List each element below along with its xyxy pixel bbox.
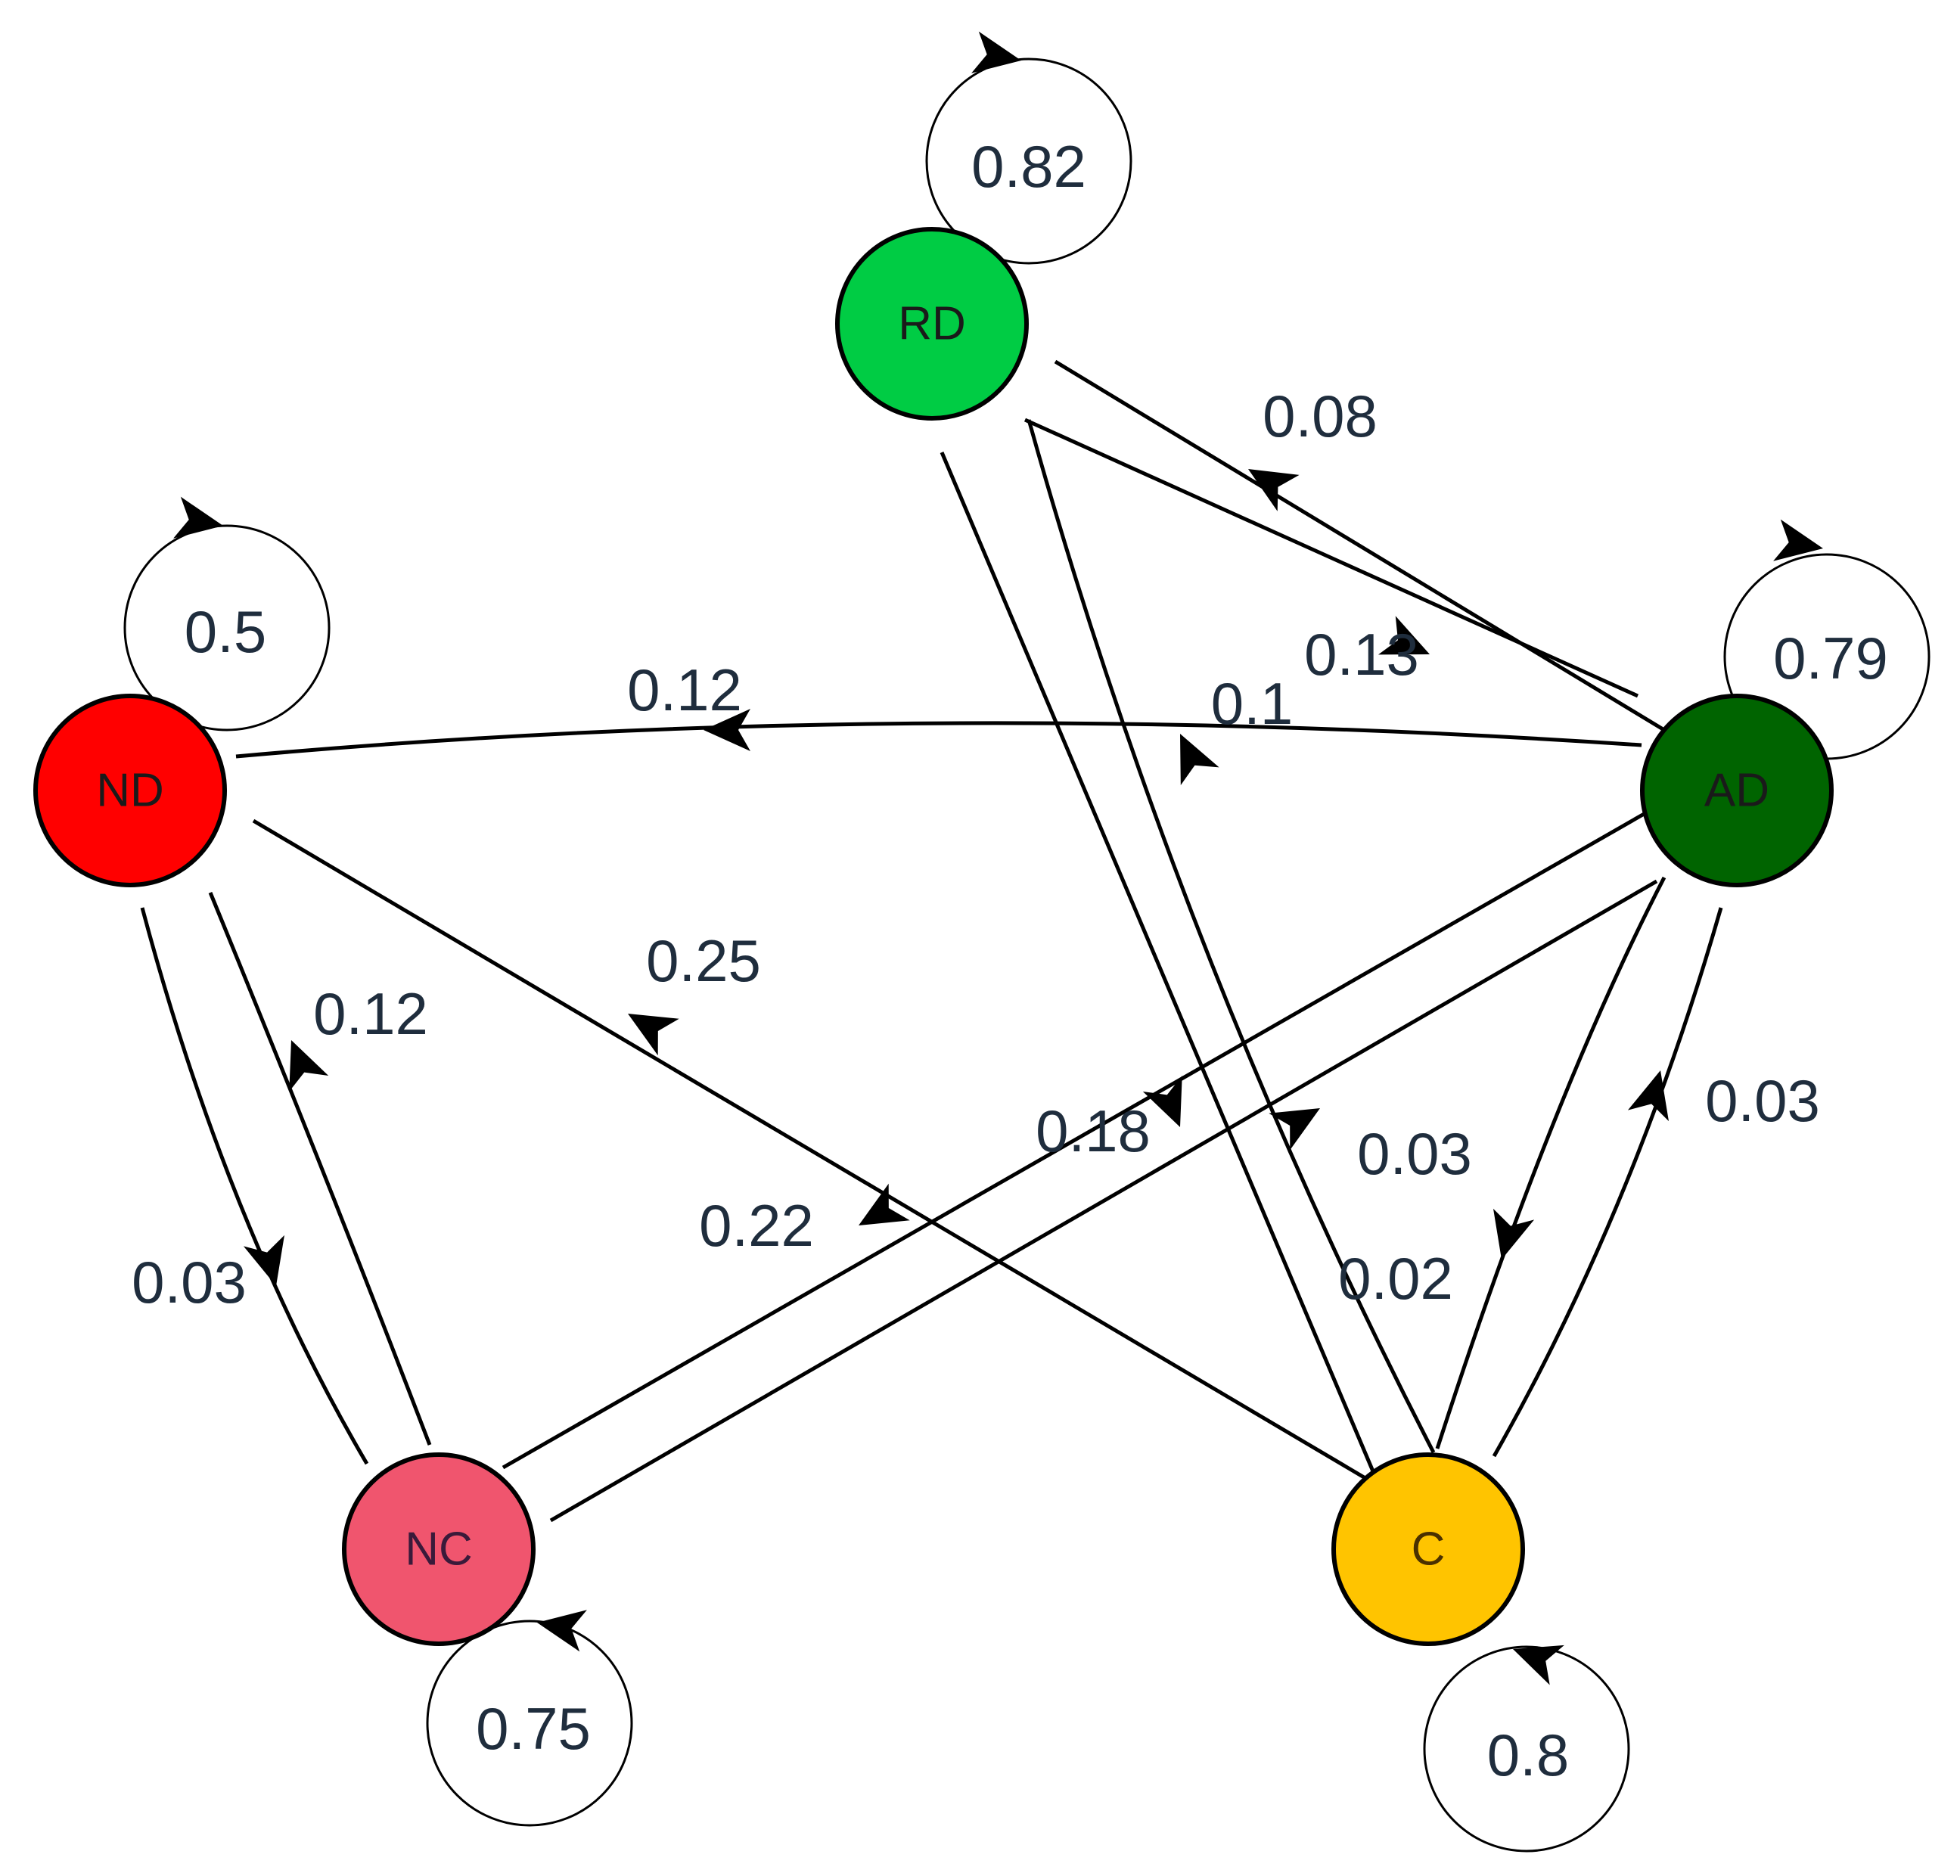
edge-ad-to-c: [1435, 876, 1666, 1449]
self-loop-arrowhead-ad: [1773, 519, 1823, 561]
node-nd: ND: [33, 694, 227, 887]
edge-c-to-rd: [1027, 419, 1436, 1454]
self-loop-label-nc: 0.75: [476, 1695, 591, 1762]
node-label-ad: AD: [1704, 765, 1769, 817]
arrowhead-nc-to-ad: [1269, 1108, 1320, 1151]
node-label-c: C: [1412, 1523, 1446, 1576]
node-circle-nc: [342, 1452, 536, 1646]
arrowhead-nd-to-nc: [243, 1235, 284, 1286]
node-c: C: [1331, 1452, 1525, 1646]
self-loop-label-ad: 0.79: [1773, 625, 1888, 691]
self-loop-arrowhead-nc: [537, 1610, 587, 1652]
arrowhead-ad-to-c: [1493, 1208, 1535, 1259]
arrowhead-c-to-rd: [1180, 734, 1219, 786]
nodes-layer: RD ND AD NC C: [33, 227, 1834, 1646]
edge-label-nd-to-nc: 0.03: [132, 1249, 247, 1315]
self-loop-c: [1423, 1645, 1630, 1853]
edge-label-ad-to-rd: 0.08: [1263, 383, 1378, 449]
self-loop-arrowhead-nd: [173, 496, 223, 539]
edge-label-rd-to-ad: 0.13: [1304, 621, 1419, 688]
node-label-rd: RD: [898, 298, 966, 350]
self-loop-arrowhead-rd: [971, 31, 1021, 73]
edge-label-c-to-ad: 0.03: [1705, 1067, 1820, 1134]
arrowhead-rd-to-ad: [1378, 616, 1430, 655]
node-circle-nd: [33, 694, 227, 887]
self-loop-label-c: 0.8: [1487, 1722, 1569, 1788]
edge-ad-to-nd: [235, 721, 1642, 759]
arrowhead-rd-to-c: [1142, 1076, 1182, 1127]
arrowhead-c-to-ad: [1627, 1070, 1669, 1122]
edge-labels-layer: 0.08 0.130.1 0.18 0.12 0.25 0.12 0.03 0.22 0.03 0…: [132, 133, 1888, 1788]
arrowhead-c-to-nd: [628, 1014, 679, 1056]
edge-ad-to-nc: [502, 811, 1647, 1470]
edge-label-c-to-nd: 0.25: [646, 927, 761, 994]
node-circle-c: [1331, 1452, 1525, 1646]
edge-label-ad-to-nc: 0.22: [699, 1192, 814, 1259]
arrowhead-ad-to-nd: [704, 709, 750, 751]
node-rd: RD: [835, 227, 1029, 421]
edge-nc-to-ad: [549, 879, 1658, 1523]
self-loop-nc: [426, 1620, 633, 1827]
edge-label-rd-to-c: 0.18: [1036, 1098, 1151, 1164]
node-label-nc: NC: [405, 1523, 473, 1576]
edge-nd-to-nc: [140, 907, 369, 1465]
self-loop-arrowhead-c: [1513, 1645, 1564, 1685]
node-label-nd: ND: [96, 765, 164, 817]
edge-label-nc-to-nd: 0.12: [313, 980, 428, 1047]
self-loop-rd: [925, 57, 1132, 265]
edge-label-ad-to-c: 0.02: [1338, 1245, 1453, 1312]
edge-c-to-ad: [1492, 907, 1723, 1458]
node-nc: NC: [342, 1452, 536, 1646]
self-loop-label-rd: 0.82: [971, 133, 1086, 200]
node-circle-rd: [835, 227, 1029, 421]
arrowhead-nc-to-nd: [289, 1040, 329, 1092]
self-loop-nd: [123, 524, 331, 731]
node-ad: AD: [1640, 694, 1834, 887]
edge-ad-to-rd: [1054, 359, 1666, 732]
edges-layer: [140, 359, 1723, 1523]
edge-label-c-to-rd: 0.1: [1211, 670, 1293, 737]
edge-label-nc-to-ad: 0.03: [1357, 1120, 1472, 1187]
node-circle-ad: [1640, 694, 1834, 887]
edge-rd-to-ad: [1023, 418, 1639, 698]
edge-c-to-nd: [252, 818, 1374, 1485]
arrowhead-ad-to-rd: [1248, 469, 1300, 511]
edge-label-ad-to-nd: 0.12: [627, 657, 742, 723]
edge-nc-to-nd: [208, 892, 432, 1446]
arrowhead-ad-to-nc: [859, 1183, 910, 1225]
self-loop-label-nd: 0.5: [185, 598, 266, 665]
edge-rd-to-c: [940, 452, 1375, 1472]
